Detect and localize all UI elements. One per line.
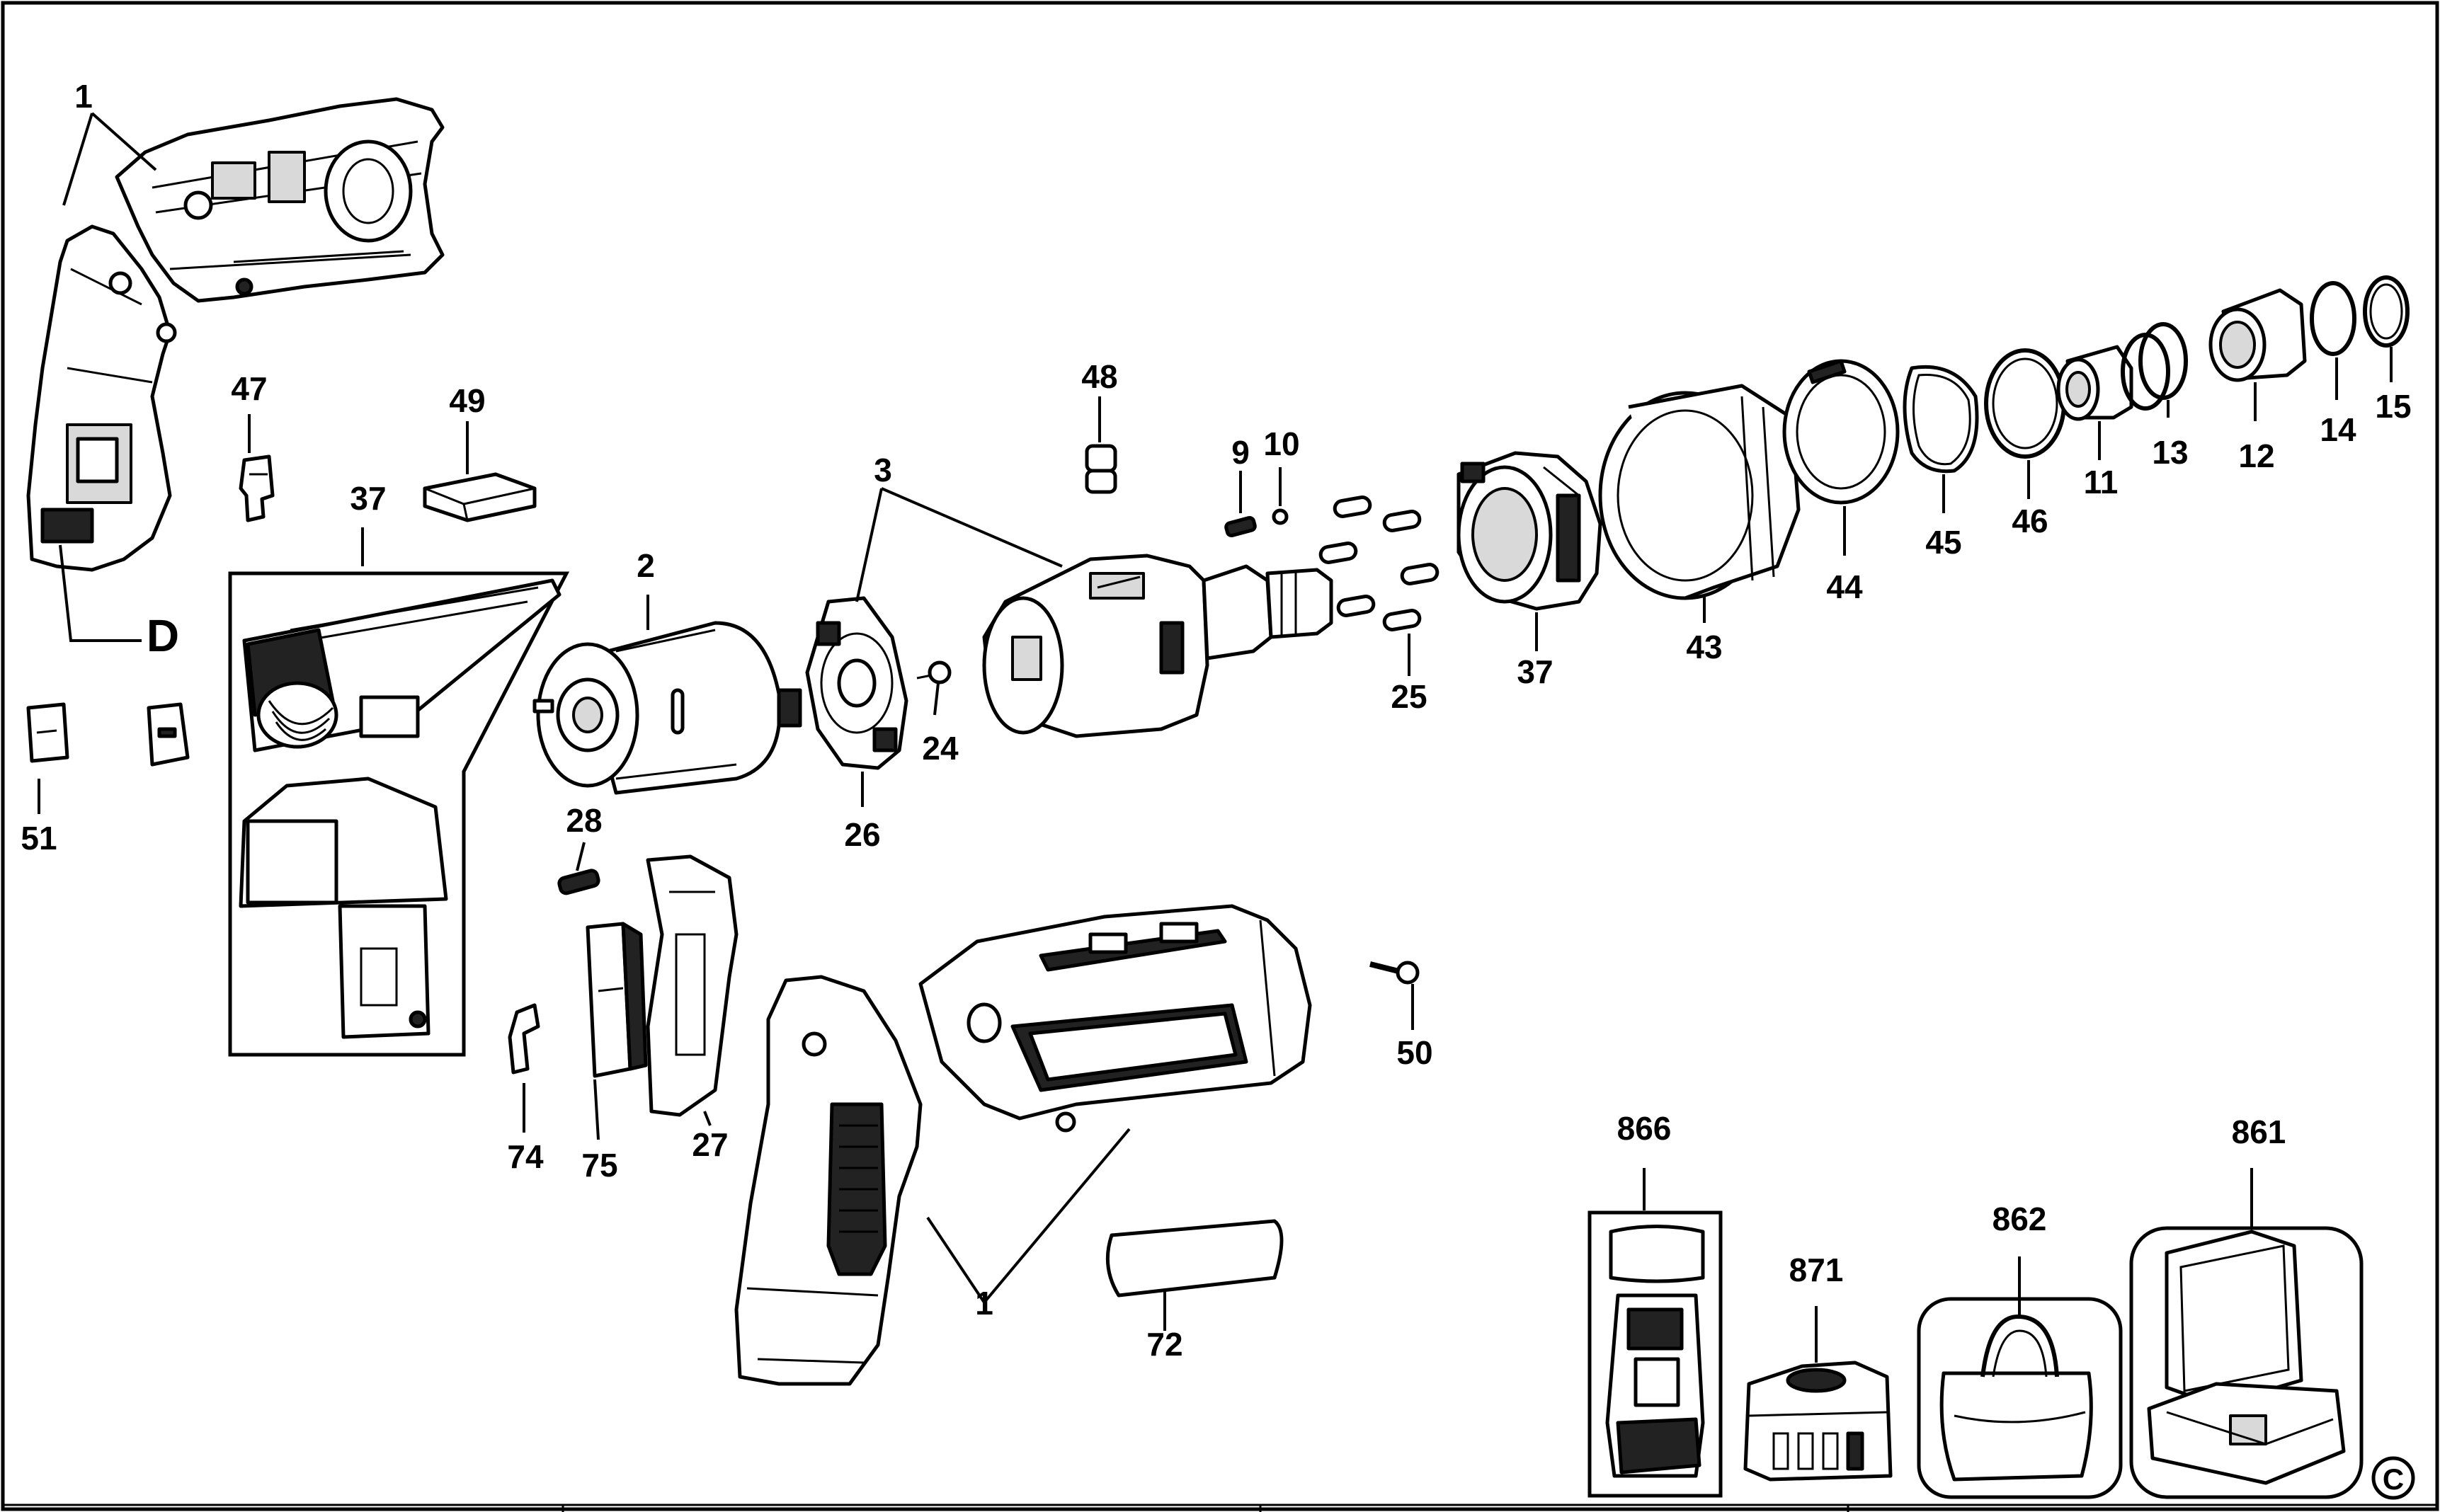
copyright-mark: C	[2371, 1456, 2415, 1500]
label-part-51: 51	[21, 820, 57, 857]
housing-front-bottom	[918, 904, 1312, 1133]
label-part-26: 26	[844, 816, 880, 853]
part-871-charger	[1743, 1361, 1893, 1482]
label-part-75: 75	[581, 1147, 617, 1184]
part-11-sleeve	[2056, 345, 2133, 421]
handle-assembly-d	[26, 224, 177, 572]
label-part-27: 27	[692, 1126, 728, 1163]
label-part-37-left: 37	[350, 480, 386, 517]
label-part-12: 12	[2238, 437, 2274, 474]
part-9-spring	[1224, 515, 1257, 538]
label-part-1-bottom: 1	[975, 1285, 993, 1322]
label-part-1-top: 1	[74, 78, 93, 115]
part-75-contact-strip	[586, 922, 648, 1078]
part-866-battery	[1587, 1210, 1723, 1498]
label-part-74: 74	[507, 1138, 544, 1175]
label-part-25: 25	[1391, 678, 1427, 715]
label-part-47: 47	[231, 370, 267, 407]
part-861-case	[2129, 1226, 2364, 1499]
label-part-72: 72	[1146, 1326, 1182, 1363]
part-49-pad	[423, 472, 537, 522]
part-24-screw	[916, 660, 952, 685]
housing-grip-bottom	[734, 975, 923, 1386]
part-37-gear-ring	[1456, 451, 1602, 611]
part-44-ring	[1782, 359, 1900, 505]
part-45-spring-ring	[1903, 365, 1979, 474]
part-26-motor-plate	[805, 596, 908, 770]
part-25-pins	[1318, 496, 1440, 631]
part-14-ring	[2310, 281, 2356, 356]
part-72-sleeve	[1105, 1219, 1284, 1298]
part-74-clip	[508, 1003, 540, 1075]
label-part-9: 9	[1231, 434, 1250, 471]
part-51-switch-buttons	[26, 702, 190, 767]
part-27-battery-latch	[646, 854, 739, 1117]
label-part-46: 46	[2012, 503, 2048, 539]
copyright-letter: C	[2383, 1462, 2404, 1496]
part-43-collar	[1598, 384, 1801, 600]
part-10-ball	[1272, 508, 1289, 525]
label-part-48: 48	[1081, 358, 1117, 395]
housing-half-top	[115, 97, 445, 303]
label-part-13: 13	[2152, 434, 2188, 471]
part-862-bag	[1917, 1297, 2123, 1499]
label-part-15: 15	[2375, 388, 2411, 425]
part-46-ring	[1984, 348, 2066, 459]
label-part-11: 11	[2084, 464, 2119, 500]
label-part-866: 866	[1617, 1110, 1672, 1147]
leader-lines	[38, 112, 2393, 1363]
label-part-862: 862	[1993, 1201, 2047, 1237]
label-part-45: 45	[1925, 524, 1961, 561]
label-part-28: 28	[566, 802, 602, 839]
part-15-ring	[2363, 275, 2410, 348]
label-part-50: 50	[1396, 1034, 1432, 1071]
label-part-861: 861	[2232, 1113, 2286, 1150]
part-50-screw	[1369, 961, 1420, 985]
part-13-rings	[2121, 322, 2188, 411]
label-part-14: 14	[2320, 411, 2356, 448]
label-part-2: 2	[637, 547, 655, 584]
label-part-43: 43	[1686, 629, 1722, 665]
part-47-contact	[239, 454, 275, 522]
part-2-motor	[532, 621, 802, 795]
label-part-10: 10	[1263, 425, 1299, 462]
part-3-gearbox	[982, 554, 1333, 738]
label-part-D: D	[147, 610, 179, 661]
part-12-nose-collar	[2208, 288, 2307, 382]
label-part-3: 3	[874, 452, 892, 488]
label-part-44: 44	[1826, 568, 1863, 605]
part-28-spring	[557, 869, 600, 895]
label-part-37-right: 37	[1517, 653, 1553, 690]
label-part-24: 24	[922, 730, 959, 767]
label-part-871: 871	[1789, 1252, 1844, 1288]
label-part-49: 49	[449, 382, 485, 419]
part-37-switch-module	[228, 571, 570, 1057]
part-48-bushing	[1085, 444, 1117, 494]
